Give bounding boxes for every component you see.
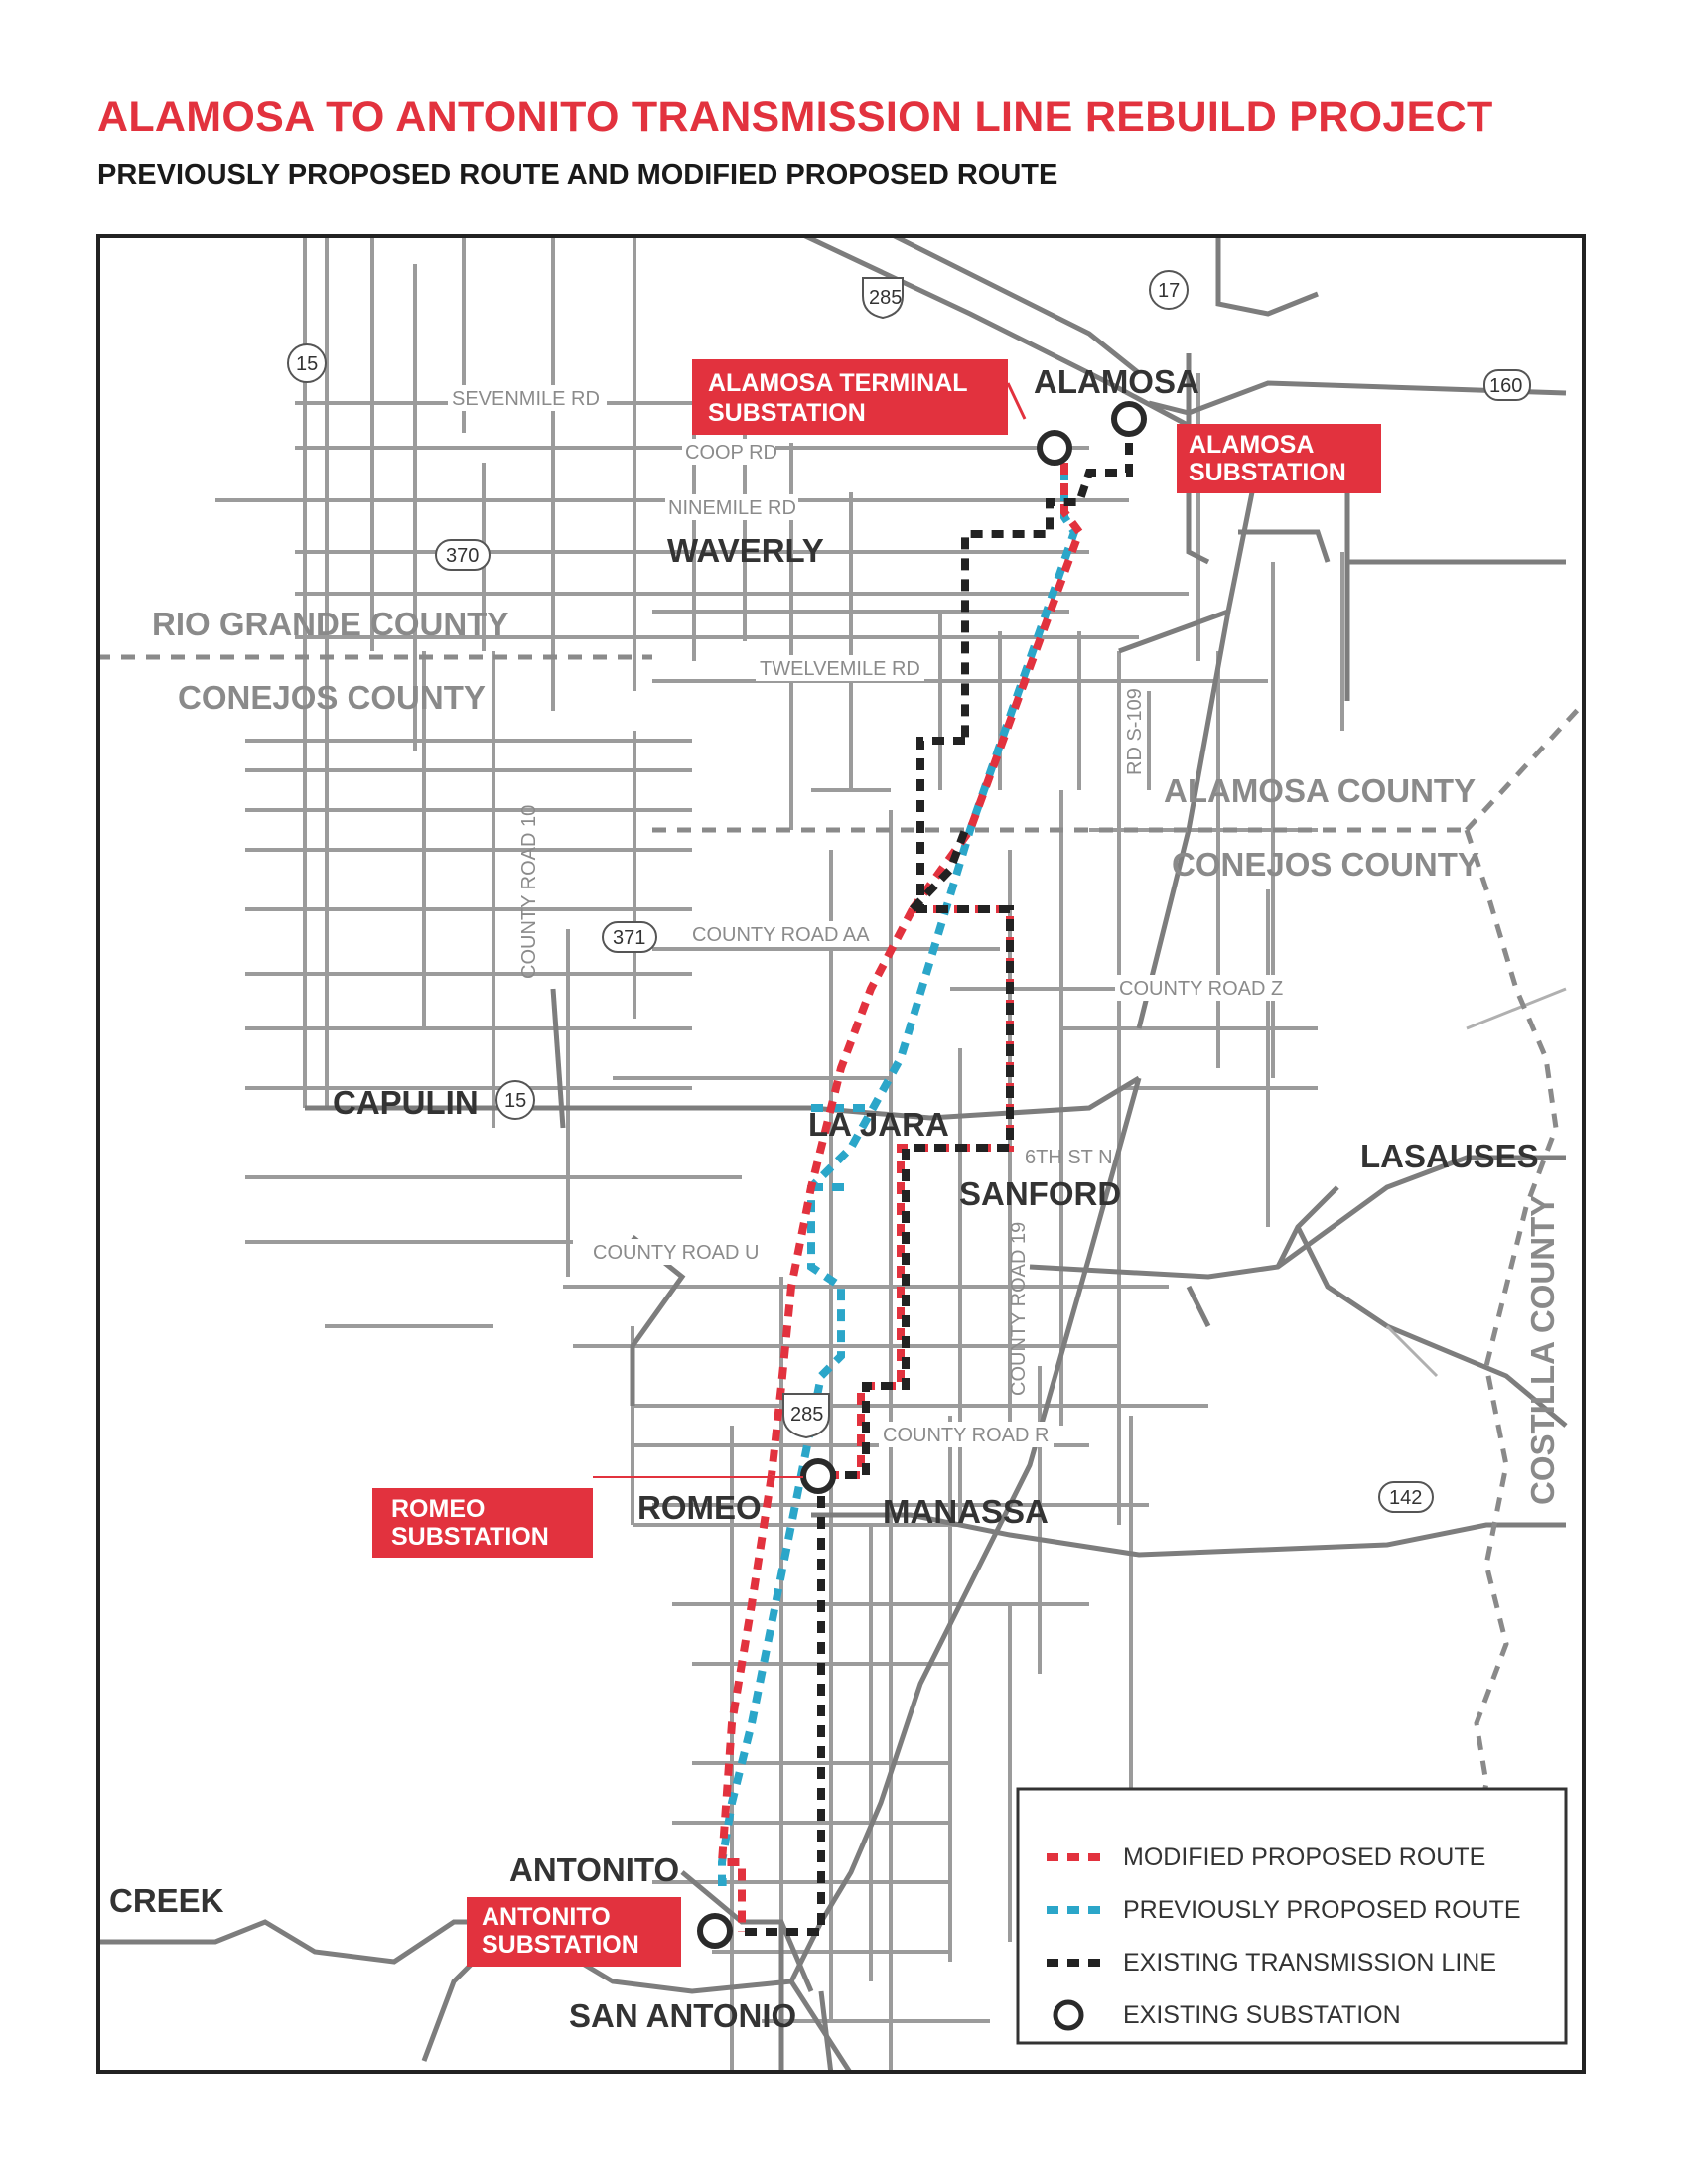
us-285-north-shield: 285 (862, 277, 904, 320)
map-frame: RIO GRANDE COUNTY CONEJOS COUNTY ALAMOSA… (96, 234, 1586, 2074)
svg-text:SUBSTATION: SUBSTATION (1189, 459, 1346, 486)
co-371-shield: 371 (602, 921, 657, 953)
county-labels: RIO GRANDE COUNTY CONEJOS COUNTY ALAMOSA… (152, 606, 1561, 1505)
svg-text:MODIFIED PROPOSED ROUTE: MODIFIED PROPOSED ROUTE (1123, 1843, 1485, 1871)
svg-text:ANTONITO: ANTONITO (482, 1903, 611, 1931)
county-label-conejos-west: CONEJOS COUNTY (178, 679, 486, 716)
us-285-south-shield: 285 (782, 1393, 830, 1439)
map-border (96, 234, 1586, 2074)
svg-text:EXISTING TRANSMISSION LINE: EXISTING TRANSMISSION LINE (1123, 1949, 1496, 1977)
town-label-romeo: ROMEO (637, 1489, 762, 1526)
legend-item-previous-route: PREVIOUSLY PROPOSED ROUTE (1047, 1896, 1521, 1924)
callout-romeo-substation: ROMEO SUBSTATION (372, 1476, 803, 1558)
legend-item-existing-line: EXISTING TRANSMISSION LINE (1047, 1949, 1496, 1977)
town-label-antonito: ANTONITO (509, 1851, 679, 1888)
svg-text:EXISTING SUBSTATION: EXISTING SUBSTATION (1123, 2001, 1401, 2029)
county-label-rio-grande: RIO GRANDE COUNTY (152, 606, 508, 642)
svg-text:SUBSTATION: SUBSTATION (391, 1523, 549, 1551)
town-label-manassa: MANASSA (883, 1493, 1049, 1530)
legend-item-modified-route: MODIFIED PROPOSED ROUTE (1047, 1843, 1485, 1871)
co-370-shield: 370 (435, 539, 491, 571)
road-label-twelvemile: TWELVEMILE RD (760, 658, 920, 680)
road-label-county-road-r: COUNTY ROAD R (883, 1425, 1049, 1446)
svg-text:285: 285 (790, 1404, 823, 1426)
county-label-alamosa: ALAMOSA COUNTY (1164, 772, 1476, 809)
svg-text:ALAMOSA: ALAMOSA (1189, 431, 1314, 459)
svg-text:ROMEO: ROMEO (391, 1495, 485, 1523)
road-label-county-road-19: COUNTY ROAD 19 (1008, 1222, 1030, 1396)
co-17-shield: 17 (1149, 270, 1189, 310)
road-label-rd-s109: RD S-109 (1124, 688, 1146, 775)
callout-antonito-substation: ANTONITO SUBSTATION (467, 1897, 681, 1967)
svg-text:142: 142 (1389, 1487, 1422, 1509)
town-label-san-antonio: SAN ANTONIO (569, 1997, 796, 2034)
svg-text:PREVIOUSLY PROPOSED ROUTE: PREVIOUSLY PROPOSED ROUTE (1123, 1896, 1521, 1924)
co-142-shield: 142 (1378, 1481, 1434, 1513)
alamosa-terminal-substation-marker[interactable] (1037, 430, 1072, 466)
legend-item-substation: EXISTING SUBSTATION (1053, 1999, 1401, 2031)
town-label-creek: K CREEK (96, 1882, 224, 1919)
svg-text:371: 371 (613, 927, 645, 949)
town-label-la-jara: LA JARA (808, 1106, 949, 1143)
road-label-county-road-10: COUNTY ROAD 10 (518, 805, 540, 979)
town-label-alamosa: ALAMOSA (1034, 363, 1199, 400)
svg-text:SUBSTATION: SUBSTATION (708, 399, 866, 427)
map-subtitle: PREVIOUSLY PROPOSED ROUTE AND MODIFIED P… (97, 159, 1058, 191)
county-lines (96, 654, 1586, 1943)
previously-proposed-route (718, 448, 1079, 1886)
svg-text:SUBSTATION: SUBSTATION (482, 1931, 639, 1959)
svg-text:370: 370 (446, 545, 479, 567)
road-label-county-road-aa: COUNTY ROAD AA (692, 924, 870, 946)
svg-text:ALAMOSA TERMINAL: ALAMOSA TERMINAL (708, 369, 968, 397)
road-label-ninemile: NINEMILE RD (668, 497, 796, 519)
road-label-county-road-u: COUNTY ROAD U (593, 1242, 759, 1264)
road-label-coop: COOP RD (685, 442, 777, 464)
substation-markers (697, 401, 1147, 1949)
antonito-substation-marker[interactable] (697, 1913, 733, 1949)
route-map: RIO GRANDE COUNTY CONEJOS COUNTY ALAMOSA… (96, 234, 1586, 2074)
county-label-conejos-east: CONEJOS COUNTY (1172, 846, 1479, 883)
callout-alamosa-substation: ALAMOSA SUBSTATION (1177, 424, 1381, 493)
town-label-capulin: CAPULIN (333, 1084, 479, 1121)
callout-alamosa-terminal-substation: ALAMOSA TERMINAL SUBSTATION (692, 359, 1027, 435)
road-label-sevenmile: SEVENMILE RD (452, 388, 600, 410)
us-160-shield: 160 (1483, 369, 1531, 401)
svg-text:285: 285 (869, 287, 902, 309)
alamosa-substation-marker[interactable] (1111, 401, 1147, 437)
co-15-north-shield: 15 (287, 343, 327, 383)
substation-callouts: ALAMOSA TERMINAL SUBSTATION ALAMOSA SUBS… (372, 359, 1381, 1967)
county-label-costilla: COSTILLA COUNTY (1524, 1195, 1561, 1505)
town-label-waverly: WAVERLY (667, 532, 824, 569)
svg-text:17: 17 (1158, 280, 1180, 302)
road-label-6th-st: 6TH ST N (1025, 1147, 1113, 1168)
road-labels: SEVENMILE RD COOP RD NINEMILE RD TWELVEM… (448, 385, 1283, 1447)
town-labels: ALAMOSA WAVERLY CAPULIN LA JARA SANFORD … (96, 363, 1539, 2034)
map-title: ALAMOSA TO ANTONITO TRANSMISSION LINE RE… (97, 93, 1493, 141)
town-label-sanford: SANFORD (959, 1175, 1121, 1212)
existing-transmission-line (742, 443, 1133, 1936)
road-label-county-road-z: COUNTY ROAD Z (1119, 978, 1283, 1000)
town-label-lasauses: LASAUSES (1360, 1138, 1539, 1174)
highway-shields: 285 17 15 160 370 371 15 285 (287, 270, 1531, 1513)
route-lines (717, 443, 1133, 1936)
romeo-substation-marker[interactable] (800, 1458, 836, 1494)
legend: MODIFIED PROPOSED ROUTE PREVIOUSLY PROPO… (1016, 1787, 1568, 2045)
legend-box (1016, 1787, 1568, 2045)
co-15-capulin-shield: 15 (495, 1080, 535, 1120)
svg-text:15: 15 (296, 353, 318, 375)
svg-text:15: 15 (504, 1090, 526, 1112)
svg-text:160: 160 (1489, 375, 1522, 397)
